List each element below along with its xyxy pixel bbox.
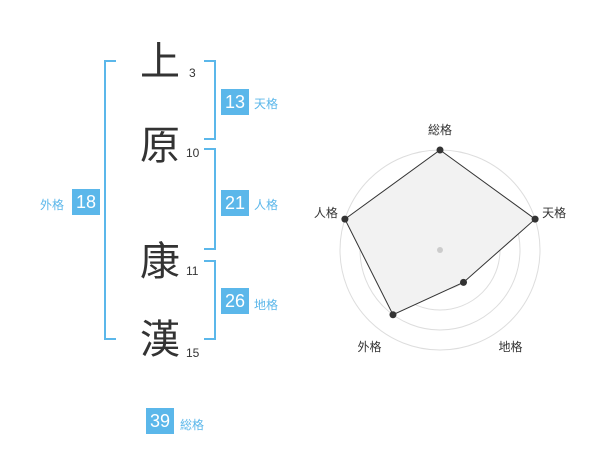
radar-axis-label-4: 人格 <box>314 205 338 220</box>
radar-data-polygon <box>344 149 536 316</box>
name-char-4: 漢 <box>140 317 180 363</box>
name-char-1-strokes: 3 <box>189 66 196 80</box>
radar-point-3 <box>389 311 397 319</box>
chikaku-bracket <box>204 260 216 340</box>
name-char-2-strokes: 10 <box>186 146 200 160</box>
name-char-2: 原 <box>140 123 180 169</box>
gaikaku-label: 外格 <box>40 198 65 212</box>
name-char-1: 上 <box>140 39 180 85</box>
radar-axis-label-0: 総格 <box>428 122 452 137</box>
radar-point-2 <box>460 278 468 286</box>
name-char-3-strokes: 11 <box>186 264 199 278</box>
tenkaku-bracket <box>204 60 216 140</box>
chikaku-badge: 26 <box>221 288 249 314</box>
jinkaku-bracket <box>204 148 216 250</box>
radar-axis-label-3: 外格 <box>357 339 381 354</box>
radar-axis-label-1: 天格 <box>542 205 566 220</box>
soukaku-label: 総格 <box>180 418 205 432</box>
tenkaku-label: 天格 <box>254 97 279 111</box>
radar-point-4 <box>341 215 349 223</box>
radar-axis-label-2: 地格 <box>499 339 523 354</box>
gaikaku-bracket <box>104 60 116 340</box>
name-char-3: 康 <box>140 239 180 285</box>
radar-points <box>341 146 539 319</box>
radar-center-dot <box>437 247 443 253</box>
tenkaku-badge: 13 <box>221 89 249 115</box>
chikaku-label: 地格 <box>254 298 279 312</box>
radar-point-0 <box>436 146 444 154</box>
name-char-4-strokes: 15 <box>186 346 200 360</box>
gaikaku-badge: 18 <box>72 189 100 215</box>
jinkaku-label: 人格 <box>254 198 279 212</box>
radar-point-1 <box>531 215 539 223</box>
jinkaku-badge: 21 <box>221 190 249 216</box>
soukaku-badge: 39 <box>146 408 174 434</box>
